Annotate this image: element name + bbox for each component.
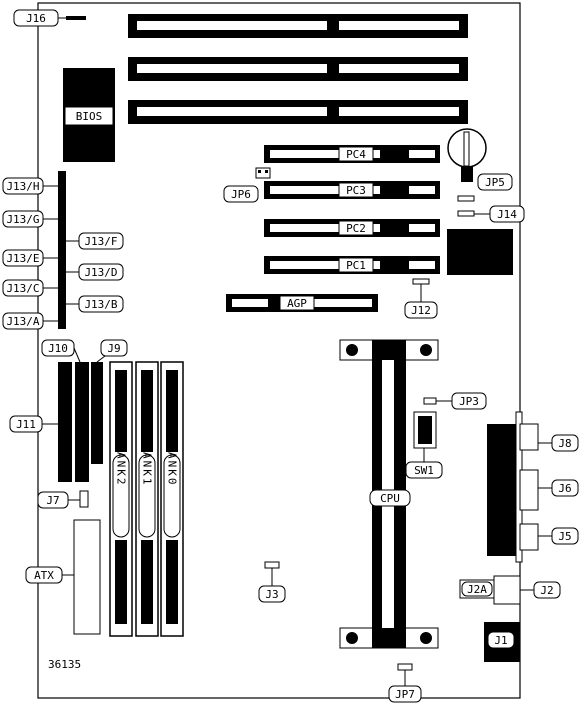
- agp-slot: AGP: [226, 294, 378, 312]
- isa-slot-2: [128, 57, 468, 81]
- bank1-label: BANK1: [141, 443, 154, 486]
- pci-slot-pc2: PC2: [264, 219, 440, 237]
- j3-header: [264, 561, 280, 569]
- j12-label: J12: [411, 304, 431, 317]
- j12-header: [412, 278, 430, 285]
- j11-label: J11: [16, 418, 36, 431]
- cpu-slot: CPU: [339, 339, 439, 649]
- jp5-jumper: [457, 195, 475, 202]
- chipset: [447, 229, 513, 275]
- j8-label: J8: [558, 437, 571, 450]
- j7-jumper: [79, 490, 89, 508]
- pci-slot-pc4: PC4: [264, 145, 440, 163]
- pc2-label: PC2: [346, 222, 366, 235]
- j2a-label: J2A: [467, 583, 487, 596]
- j13f-label: J13/F: [84, 235, 117, 248]
- j13g-label: J13/G: [6, 213, 39, 226]
- jp6-jumper: [255, 167, 271, 179]
- j2-connector: [493, 575, 521, 605]
- pci-slot-pc1: PC1: [264, 256, 440, 274]
- jp5-label: JP5: [485, 176, 505, 189]
- j13a-label: J13/A: [6, 315, 39, 328]
- j9-label: J9: [107, 342, 120, 355]
- j5-label: J5: [558, 530, 571, 543]
- agp-label: AGP: [287, 297, 307, 310]
- dimm-bank-0: BANK0: [160, 361, 184, 637]
- j13e-label: J13/E: [6, 252, 39, 265]
- j13b-label: J13/B: [84, 298, 117, 311]
- bank0-label: BANK0: [166, 443, 179, 486]
- atx-power-connector: [73, 519, 101, 635]
- j10-connector: [75, 362, 89, 482]
- j10-label: J10: [48, 342, 68, 355]
- isa-slot-3: [128, 100, 468, 124]
- j16-label: J16: [26, 12, 46, 25]
- j14-header: [457, 210, 475, 217]
- j2-label: J2: [540, 584, 553, 597]
- pc1-label: PC1: [346, 259, 366, 272]
- j16-header: [66, 16, 86, 20]
- jp6-label: JP6: [231, 188, 251, 201]
- j13h-label: J13/H: [6, 180, 39, 193]
- figure-id: 36135: [48, 658, 81, 671]
- j14-label: J14: [497, 208, 517, 221]
- isa-slot-1: [128, 14, 468, 38]
- jp3-label: JP3: [459, 395, 479, 408]
- j13c-label: J13/C: [6, 282, 39, 295]
- cpu-label: CPU: [380, 492, 400, 505]
- j6-label: J6: [558, 482, 571, 495]
- rear-io-block: [487, 424, 519, 556]
- bank2-label: BANK2: [115, 443, 128, 486]
- pc4-label: PC4: [346, 148, 366, 161]
- jp7-label: JP7: [395, 688, 415, 701]
- atx-label: ATX: [34, 569, 54, 582]
- jp3-jumper: [423, 397, 437, 405]
- j9-connector: [91, 362, 103, 464]
- pc3-label: PC3: [346, 184, 366, 197]
- jp7-jumper: [397, 663, 413, 671]
- bios-label: BIOS: [76, 110, 103, 123]
- j3-label: J3: [265, 588, 278, 601]
- j13-front-panel-header: [58, 171, 66, 329]
- j11-connector: [58, 362, 72, 482]
- dimm-bank-1: BANK1: [135, 361, 159, 637]
- sw1-label: SW1: [414, 464, 434, 477]
- dimm-bank-2: BANK2: [109, 361, 133, 637]
- pci-slot-pc3: PC3: [264, 181, 440, 199]
- j13d-label: J13/D: [84, 266, 117, 279]
- j7-label: J7: [46, 494, 59, 507]
- j1-label: J1: [494, 634, 507, 647]
